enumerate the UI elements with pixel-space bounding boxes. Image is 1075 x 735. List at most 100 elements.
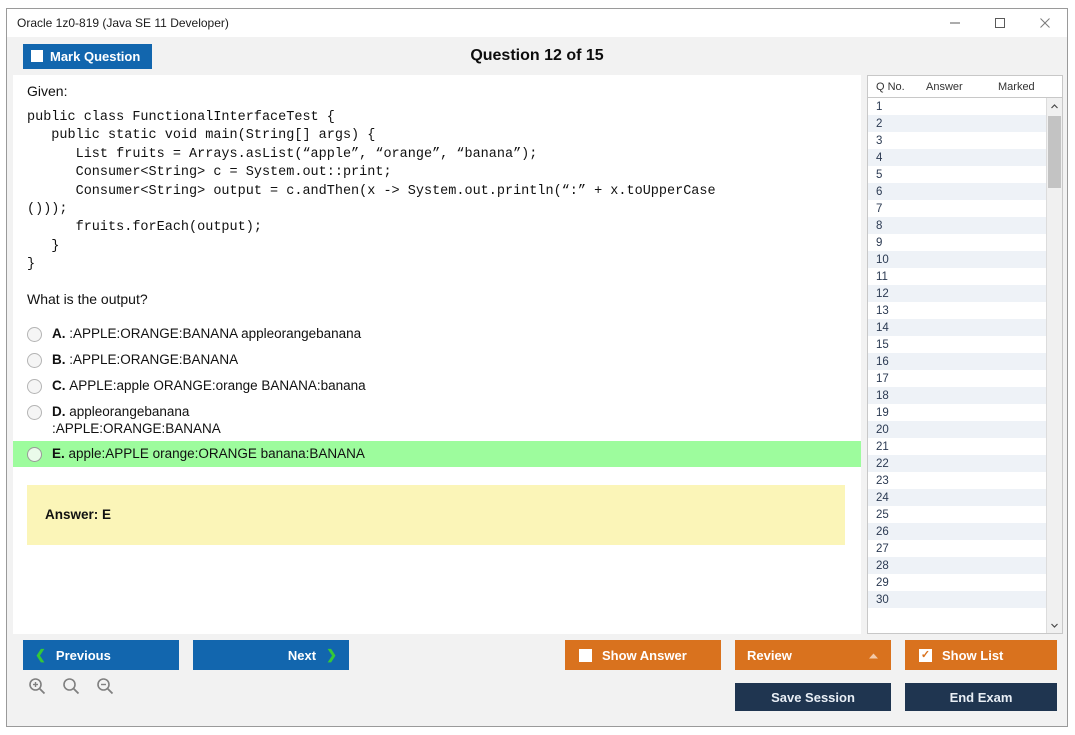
question-list-row[interactable]: 3	[868, 132, 1046, 149]
row-question-number: 15	[876, 338, 889, 351]
question-list-row[interactable]: 4	[868, 149, 1046, 166]
question-list-row[interactable]: 16	[868, 353, 1046, 370]
question-list-row[interactable]: 2	[868, 115, 1046, 132]
mark-question-checkbox-icon[interactable]	[31, 50, 43, 62]
question-list-row[interactable]: 1	[868, 98, 1046, 115]
question-list-row[interactable]: 9	[868, 234, 1046, 251]
row-question-number: 23	[876, 474, 889, 487]
question-list-row[interactable]: 6	[868, 183, 1046, 200]
code-block: public class FunctionalInterfaceTest { p…	[27, 110, 716, 273]
row-question-number: 8	[876, 219, 883, 232]
zoom-out-icon[interactable]	[95, 676, 115, 696]
option-text: B. :APPLE:ORANGE:BANANA	[52, 351, 239, 367]
given-label: Given:	[27, 83, 68, 99]
question-list-scrollbar[interactable]	[1046, 98, 1062, 633]
question-list-row[interactable]: 24	[868, 489, 1046, 506]
question-list-row[interactable]: 20	[868, 421, 1046, 438]
row-question-number: 17	[876, 372, 889, 385]
previous-button[interactable]: ❮ Previous	[23, 640, 179, 670]
option-radio-icon[interactable]	[27, 352, 42, 368]
close-icon[interactable]	[1022, 9, 1067, 37]
question-list-row[interactable]: 29	[868, 574, 1046, 591]
question-list-row[interactable]: 28	[868, 557, 1046, 574]
question-list-row[interactable]: 19	[868, 404, 1046, 421]
mark-question-button[interactable]: Mark Question	[23, 43, 153, 69]
option-radio-icon[interactable]	[27, 326, 42, 342]
window-controls	[932, 9, 1067, 37]
row-question-number: 27	[876, 542, 889, 555]
body: Given: public class FunctionalInterfaceT…	[7, 75, 1067, 634]
show-answer-label: Show Answer	[602, 647, 687, 663]
question-list-row[interactable]: 23	[868, 472, 1046, 489]
question-prompt: What is the output?	[27, 290, 148, 307]
show-list-button[interactable]: ✓ Show List	[905, 640, 1057, 670]
previous-label: Previous	[55, 647, 111, 663]
question-list-row[interactable]: 7	[868, 200, 1046, 217]
end-exam-button[interactable]: End Exam	[905, 683, 1057, 711]
chevron-right-icon: ❯	[326, 647, 337, 662]
option-text: C. APPLE:apple ORANGE:orange BANANA:bana…	[52, 377, 366, 393]
zoom-reset-icon[interactable]	[61, 676, 81, 696]
question-list-row[interactable]: 8	[868, 217, 1046, 234]
next-label: Next	[287, 647, 317, 663]
column-header-answer: Answer	[926, 80, 963, 93]
chevron-up-icon[interactable]	[868, 648, 879, 663]
scroll-up-icon[interactable]	[1047, 98, 1062, 114]
row-question-number: 3	[876, 134, 883, 147]
mark-question-label: Mark Question	[50, 48, 141, 64]
zoom-controls	[27, 676, 115, 696]
minimize-icon[interactable]	[932, 9, 977, 37]
question-list-row[interactable]: 13	[868, 302, 1046, 319]
header-bar: Mark Question Question 12 of 15	[7, 37, 1067, 75]
question-list-row[interactable]: 17	[868, 370, 1046, 387]
question-list-row[interactable]: 12	[868, 285, 1046, 302]
question-list-row[interactable]: 30	[868, 591, 1046, 608]
question-list-row[interactable]: 15	[868, 336, 1046, 353]
row-question-number: 1	[876, 100, 883, 113]
option-radio-icon[interactable]	[27, 404, 42, 420]
option-radio-icon[interactable]	[27, 446, 42, 462]
row-question-number: 12	[876, 287, 889, 300]
row-question-number: 30	[876, 593, 889, 606]
option-c[interactable]: C. APPLE:apple ORANGE:orange BANANA:bana…	[13, 373, 861, 399]
option-d[interactable]: D. appleorangebanana:APPLE:ORANGE:BANANA	[13, 399, 861, 441]
row-question-number: 10	[876, 253, 889, 266]
show-list-checkbox-icon[interactable]: ✓	[919, 648, 932, 662]
scrollbar-thumb[interactable]	[1048, 116, 1061, 188]
row-question-number: 7	[876, 202, 883, 215]
option-b[interactable]: B. :APPLE:ORANGE:BANANA	[13, 347, 861, 373]
zoom-in-icon[interactable]	[27, 676, 47, 696]
scroll-down-icon[interactable]	[1047, 617, 1062, 633]
row-question-number: 18	[876, 389, 889, 402]
save-session-button[interactable]: Save Session	[735, 683, 891, 711]
question-list-row[interactable]: 14	[868, 319, 1046, 336]
question-list-row[interactable]: 21	[868, 438, 1046, 455]
question-list-row[interactable]: 11	[868, 268, 1046, 285]
option-a[interactable]: A. :APPLE:ORANGE:BANANA appleorangebanan…	[13, 321, 861, 347]
show-list-label: Show List	[942, 647, 1004, 663]
row-question-number: 22	[876, 457, 889, 470]
option-e[interactable]: E. apple:APPLE orange:ORANGE banana:BANA…	[13, 440, 861, 467]
option-text: A. :APPLE:ORANGE:BANANA appleorangebanan…	[52, 325, 362, 341]
answer-box: Answer: E	[27, 484, 845, 545]
row-question-number: 16	[876, 355, 889, 368]
question-list-row[interactable]: 22	[868, 455, 1046, 472]
question-list-row[interactable]: 18	[868, 387, 1046, 404]
row-question-number: 21	[876, 440, 889, 453]
question-list-header: Q No. Answer Marked	[868, 76, 1062, 98]
option-radio-icon[interactable]	[27, 378, 42, 394]
question-list-row[interactable]: 5	[868, 166, 1046, 183]
question-list-row[interactable]: 26	[868, 523, 1046, 540]
next-button[interactable]: Next ❯	[193, 640, 349, 670]
question-list-row[interactable]: 25	[868, 506, 1046, 523]
exam-window: Oracle 1z0-819 (Java SE 11 Developer) Ma…	[6, 8, 1068, 727]
row-question-number: 5	[876, 168, 883, 181]
review-dropdown[interactable]: Review	[735, 640, 891, 670]
question-list-row[interactable]: 10	[868, 251, 1046, 268]
chevron-left-icon: ❮	[35, 647, 46, 662]
show-answer-button[interactable]: Show Answer	[565, 640, 721, 670]
row-question-number: 14	[876, 321, 889, 334]
question-list-row[interactable]: 27	[868, 540, 1046, 557]
maximize-icon[interactable]	[977, 9, 1022, 37]
show-answer-checkbox-icon[interactable]	[579, 648, 592, 662]
